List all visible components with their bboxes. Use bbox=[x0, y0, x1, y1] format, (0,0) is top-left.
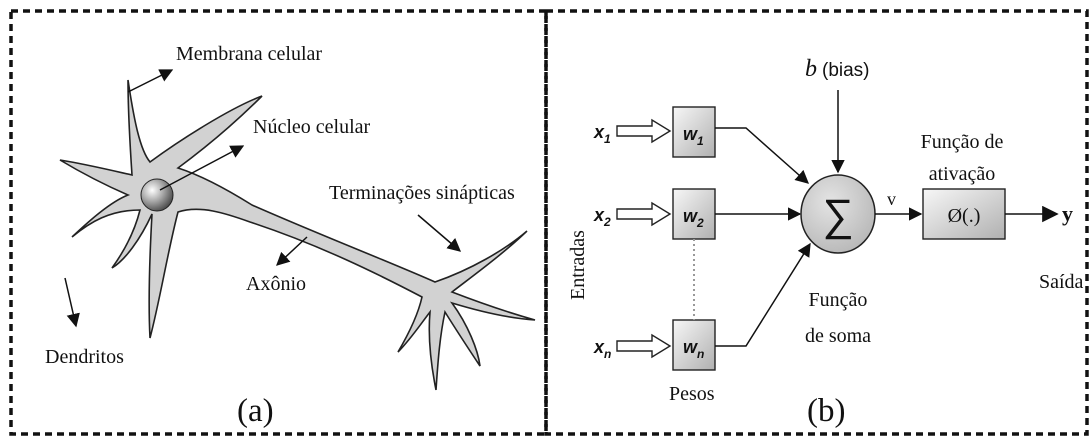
activation-box bbox=[922, 188, 1006, 240]
label-entradas: Entradas bbox=[567, 230, 589, 300]
weight-w1: w1 bbox=[683, 124, 704, 148]
conn-wn-sum bbox=[715, 242, 811, 347]
neuron-drawing bbox=[59, 69, 536, 391]
bias-label: b(bias) bbox=[805, 56, 870, 82]
label-nucleo: Núcleo celular bbox=[253, 116, 370, 138]
input-x1: x1 bbox=[593, 122, 611, 146]
arrow-terminacoes bbox=[417, 214, 462, 252]
output-y: y bbox=[1062, 201, 1073, 226]
label-pesos: Pesos bbox=[669, 383, 715, 405]
label-terminacoes: Terminações sinápticas bbox=[329, 182, 515, 204]
conn-w1-sum bbox=[715, 127, 810, 184]
input-arrow-2 bbox=[616, 201, 672, 227]
input-xn: xn bbox=[593, 337, 611, 361]
label-dendritos: Dendritos bbox=[45, 346, 124, 368]
label-funcao-ativacao-1: Função de bbox=[921, 131, 1004, 153]
label-funcao-ativacao-2: ativação bbox=[929, 163, 996, 185]
arrow-dendritos bbox=[64, 277, 80, 328]
panel-b-border bbox=[544, 9, 1089, 436]
input-x2: x2 bbox=[593, 205, 611, 229]
input-arrow-1 bbox=[616, 118, 672, 144]
label-axonio: Axônio bbox=[246, 273, 306, 295]
input-arrow-n bbox=[616, 333, 672, 359]
arrow-nucleo bbox=[159, 145, 245, 191]
label-membrana: Membrana celular bbox=[176, 43, 322, 65]
activation-symbol: Ø(.) bbox=[948, 205, 981, 227]
weight-box-1 bbox=[672, 106, 716, 158]
label-funcao-soma-1: Função bbox=[809, 289, 868, 311]
label-v: v bbox=[887, 189, 896, 209]
weight-w2: w2 bbox=[683, 206, 704, 230]
neuron-cell-body bbox=[59, 79, 536, 391]
arrow-axonio bbox=[276, 236, 308, 266]
summation-symbol: ∑ bbox=[822, 191, 853, 240]
arrow-membrana bbox=[127, 69, 174, 93]
panel-b-label: (b) bbox=[807, 393, 845, 429]
label-funcao-soma-2: de soma bbox=[805, 325, 871, 347]
weight-wn: wn bbox=[683, 337, 704, 361]
nucleus bbox=[140, 178, 174, 212]
label-saida: Saída bbox=[1039, 271, 1084, 293]
panel-a-label: (a) bbox=[237, 393, 274, 429]
